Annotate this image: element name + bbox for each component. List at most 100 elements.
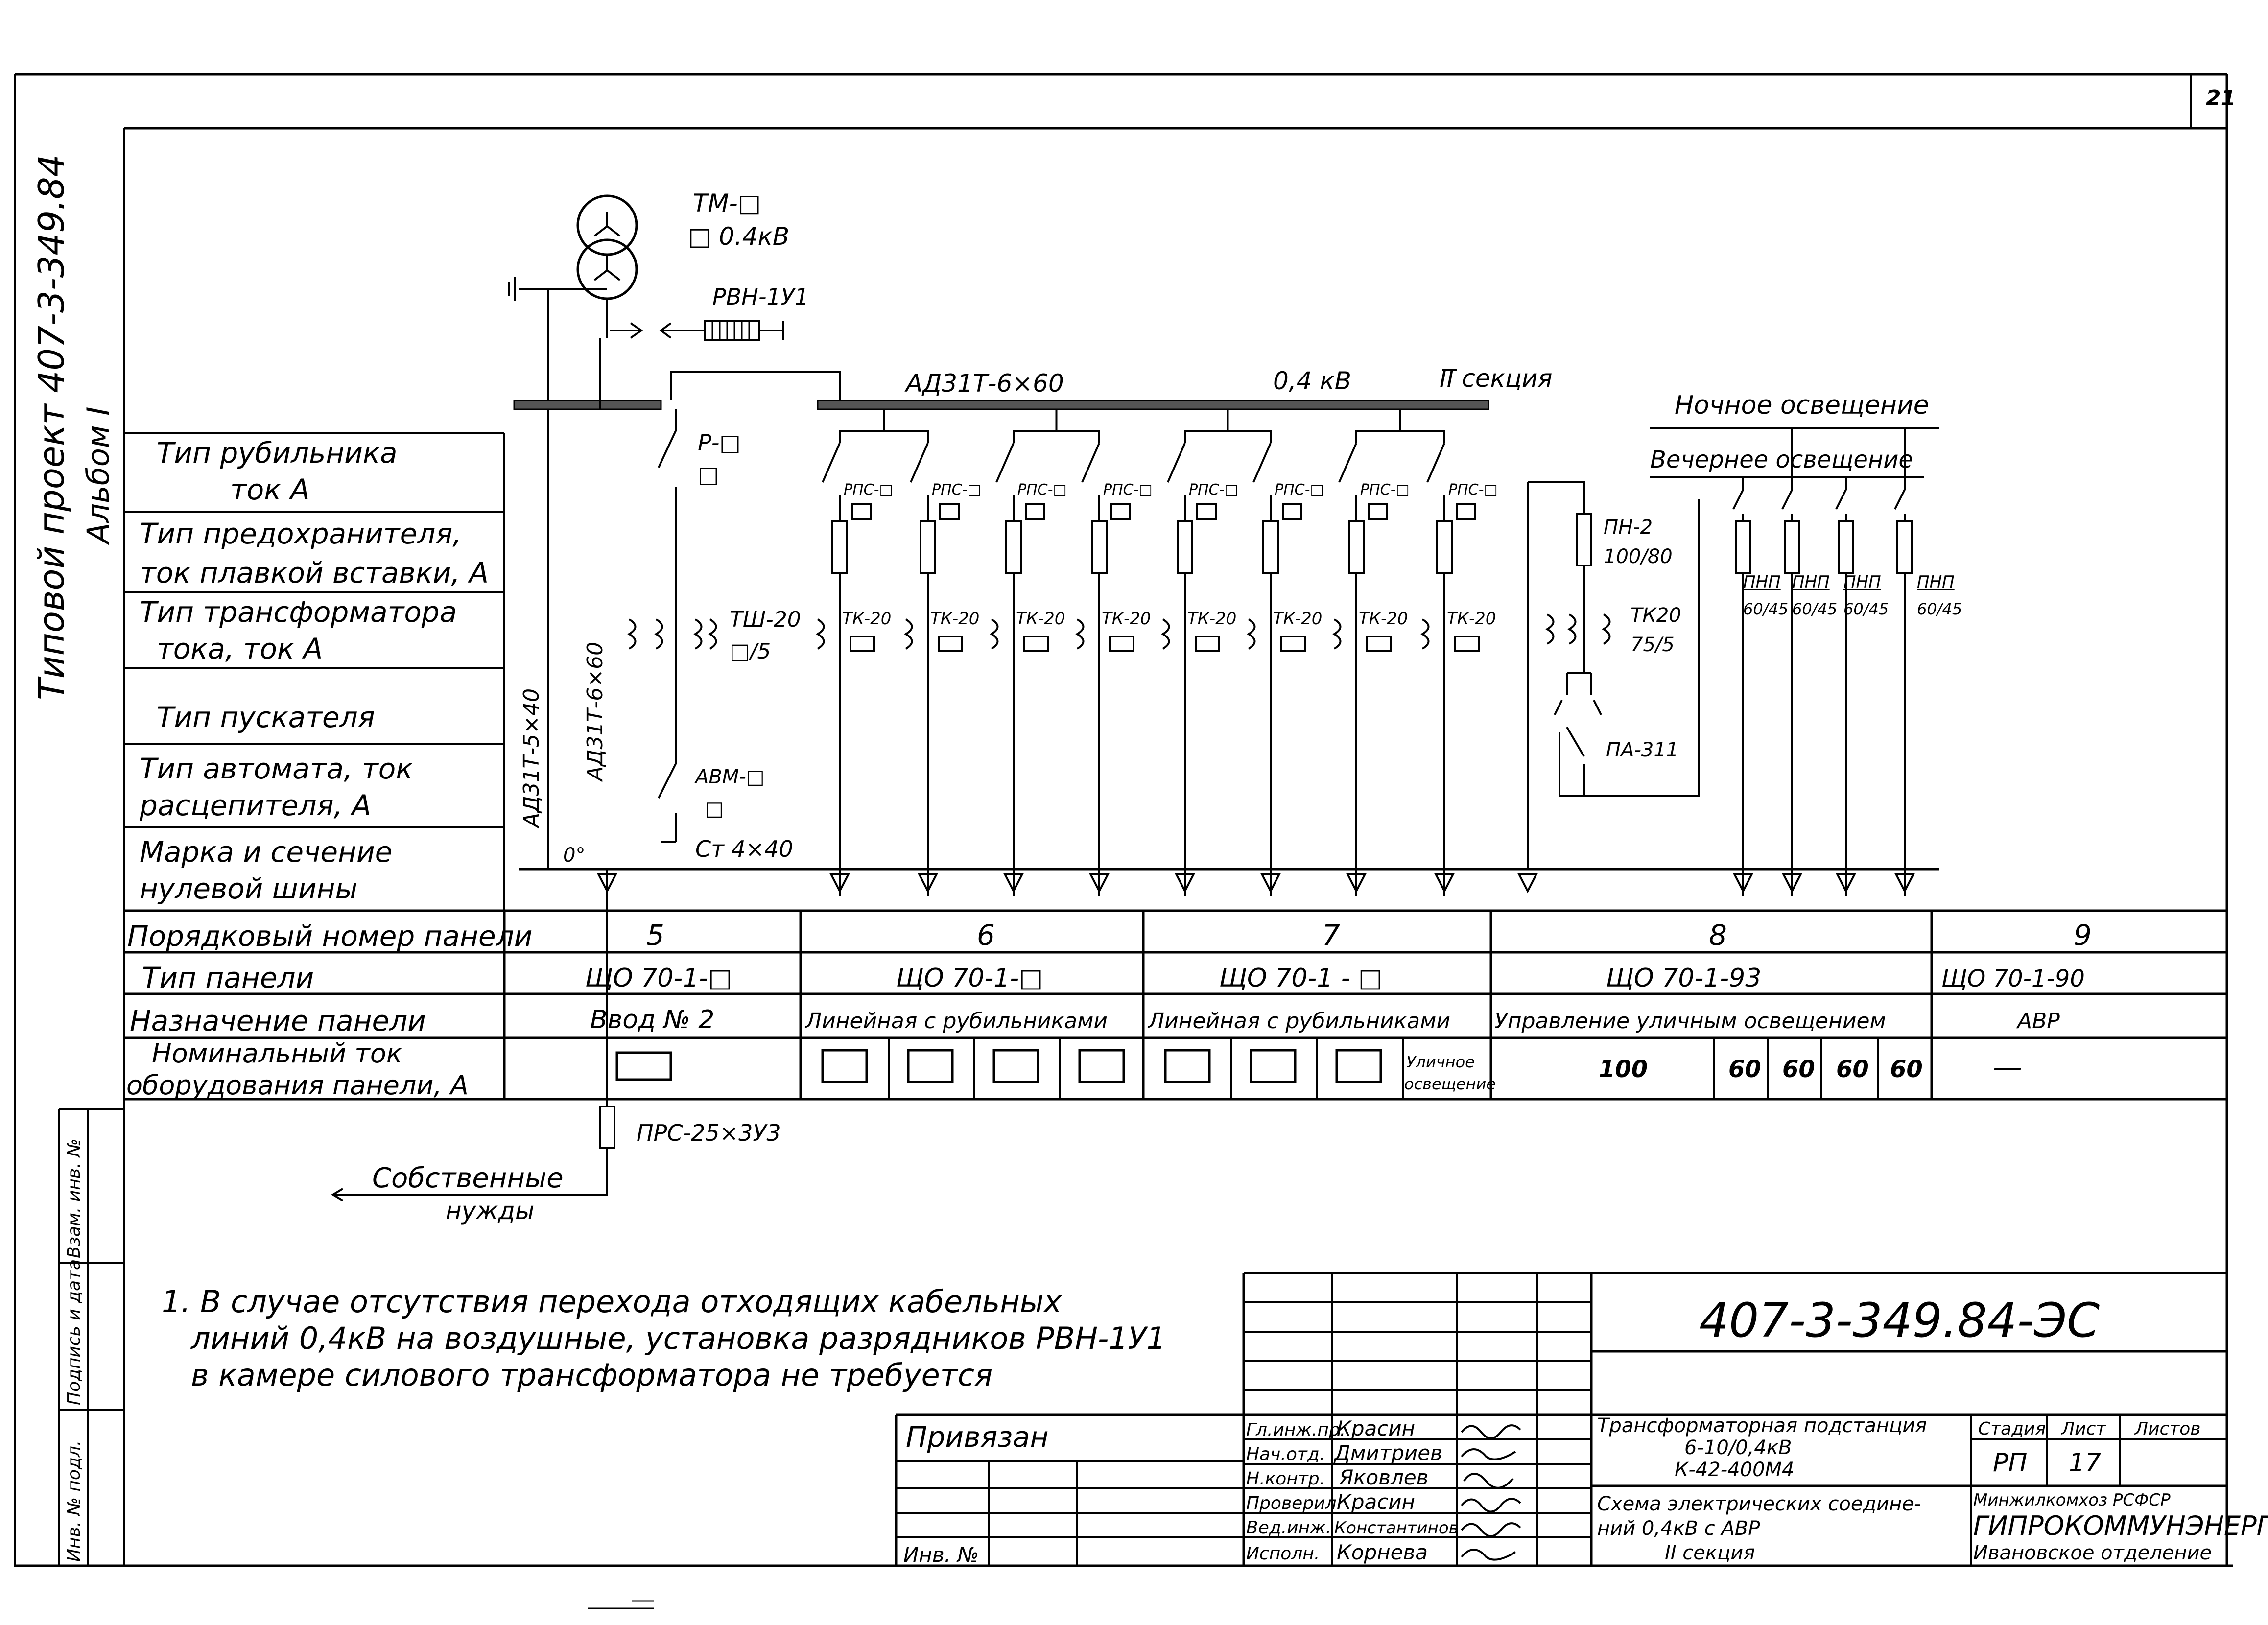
feeder-ct-box bbox=[850, 636, 875, 652]
note-line-2: линий 0,4кВ на воздушные, установка разр… bbox=[190, 1320, 1166, 1356]
panel-5-input: Р-□ □ ТШ-20 □/5 АВМ-□ □ АД31Т-5×40 АД31Т… bbox=[519, 338, 801, 869]
org-line-2: ГИПРОКОММУНЭНЕРГО bbox=[1973, 1510, 2268, 1541]
pnp-rating: 60/45 bbox=[1917, 600, 1962, 618]
sheet-header: Лист bbox=[2060, 1419, 2106, 1439]
row-current-label-2: оборудования панели, А bbox=[126, 1070, 469, 1101]
starter8-type: ПА-311 bbox=[1606, 739, 1678, 761]
ground-icon bbox=[1088, 869, 1110, 896]
album-label: Альбом I bbox=[80, 406, 116, 545]
pnp-fuse bbox=[1896, 520, 1913, 574]
signature-marks bbox=[1461, 1424, 1521, 1561]
bus-voltage: 0,4 кВ bbox=[1273, 367, 1351, 395]
sheet-title-1: Трансформаторная подстанция bbox=[1597, 1414, 1927, 1437]
sheet-frame: 21 bbox=[14, 73, 2236, 1567]
feeder-pair-link bbox=[1355, 409, 1445, 443]
feeder-switch-type: РПС-□ bbox=[844, 481, 893, 498]
inv-label: Инв. № bbox=[903, 1543, 979, 1567]
ct8-ratio: 75/5 bbox=[1630, 634, 1675, 656]
feeder-switch-blade bbox=[910, 443, 929, 483]
feeder-pair-link bbox=[1013, 409, 1100, 443]
panel-number-8: 8 bbox=[1709, 918, 1727, 952]
stamp-sign: Подпись и дата bbox=[64, 1259, 84, 1405]
name-2: Яковлев bbox=[1339, 1465, 1428, 1489]
sheet-value: 17 bbox=[2069, 1448, 2101, 1478]
pnp-contact bbox=[1894, 489, 1906, 510]
panel-8-lighting: ПН-2 100/80 ТК20 75/5 ПА-311 bbox=[1527, 481, 1700, 869]
feeder-switch-type: РПС-□ bbox=[1360, 481, 1410, 498]
ground-icon bbox=[1346, 869, 1367, 896]
current-p9: — bbox=[1993, 1050, 2022, 1084]
fuse8-rating: 100/80 bbox=[1604, 545, 1673, 568]
ground-icon bbox=[1781, 869, 1803, 896]
panel-type-5: ЩО 70-1-□ bbox=[585, 964, 732, 993]
drawing-title-3: II секция bbox=[1665, 1542, 1755, 1564]
row-purpose-label: Назначение панели bbox=[130, 1004, 426, 1037]
feeder-ct-box bbox=[1366, 636, 1392, 652]
pnp-rating: 60/45 bbox=[1792, 600, 1837, 618]
feeder-switch-blade bbox=[822, 443, 841, 483]
feeder-switch-blade bbox=[995, 443, 1015, 483]
feeder-ct-box bbox=[1023, 636, 1049, 652]
feeder-ct-box bbox=[1109, 636, 1134, 652]
feeder-ct-type: ТК-20 bbox=[1359, 609, 1408, 629]
row-fuse-current: ток плавкой вставки, А bbox=[140, 556, 489, 589]
fuse8-type: ПН-2 bbox=[1604, 516, 1653, 539]
panel-number-5: 5 bbox=[646, 918, 664, 952]
feeder-pair-link bbox=[839, 409, 929, 443]
name-1: Дмитриев bbox=[1333, 1441, 1442, 1465]
feeder-switch-blade bbox=[1081, 443, 1100, 483]
feeder-7: РПС-□ ТК-20 bbox=[1332, 443, 1410, 896]
current-p8-2: 60 bbox=[1782, 1056, 1815, 1083]
feeder-fuse bbox=[831, 520, 848, 574]
feeder-ct-coil bbox=[816, 618, 825, 650]
feeder-ct-coil bbox=[1420, 618, 1430, 650]
panel-purpose-8: Управление уличным освещением bbox=[1494, 1009, 1886, 1034]
ct8-type: ТК20 bbox=[1630, 604, 1681, 627]
row-starter: Тип пускателя bbox=[157, 701, 375, 734]
ground-icon bbox=[1003, 869, 1024, 896]
current-p8-4: 60 bbox=[1890, 1056, 1923, 1083]
pnp-fuse bbox=[1784, 520, 1800, 574]
feeder-ct-type: ТК-20 bbox=[1273, 609, 1322, 629]
stamp-inv: Инв. № подл. bbox=[64, 1440, 84, 1562]
feeder-pair-link bbox=[1184, 409, 1272, 443]
feeder-ct-type: ТК-20 bbox=[1102, 609, 1151, 629]
pnp-type: ПНП bbox=[1843, 572, 1881, 592]
doc-code: 407-3-349.84-ЭС bbox=[1699, 1293, 2100, 1348]
own-needs-cable: ПРС-25×3У3 bbox=[637, 1120, 781, 1146]
row-number-label: Порядковый номер панели bbox=[127, 919, 532, 953]
scan-mark bbox=[588, 1600, 654, 1609]
arrester-type: РВН-1У1 bbox=[712, 283, 809, 310]
pnp-type: ПНП bbox=[1743, 572, 1781, 592]
feeder-switch-current-box bbox=[1456, 503, 1476, 520]
row-breaker-current: расцепителя, А bbox=[139, 789, 371, 822]
busbars: АД31Т-6×60 0,4 кВ II секция bbox=[513, 364, 1552, 410]
panel-number-7: 7 bbox=[1322, 918, 1340, 952]
feeder-group: РПС-□ТК-20РПС-□ТК-20РПС-□ТК-20РПС-□ТК-20… bbox=[596, 409, 1538, 896]
breaker-current: □ bbox=[705, 798, 724, 820]
role-5: Исполн. bbox=[1246, 1544, 1320, 1564]
role-0: Гл.инж.пр. bbox=[1246, 1420, 1346, 1440]
row-zero-bus: Марка и сечение bbox=[140, 835, 392, 869]
feeder-switch-type: РПС-□ bbox=[932, 481, 981, 498]
row-type-label: Тип панели bbox=[142, 961, 314, 994]
feeder-fuse bbox=[920, 520, 936, 574]
pnp-branch-2 bbox=[1781, 428, 1803, 896]
evening-lighting: Вечернее освещение bbox=[1650, 446, 1913, 473]
section-label: II секция bbox=[1440, 364, 1552, 393]
row-ct-current: тока, ток А bbox=[157, 632, 323, 665]
panel-type-9: ЩО 70-1-90 bbox=[1941, 965, 2085, 992]
panel-purpose-6: Линейная с рубильниками bbox=[804, 1009, 1108, 1034]
sheets-header: Листов bbox=[2134, 1419, 2200, 1439]
ground-icon bbox=[1434, 869, 1455, 896]
ground-icon bbox=[1174, 869, 1196, 896]
riser-1: АД31Т-5×40 bbox=[519, 688, 544, 829]
panel-type-8: ЩО 70-1-93 bbox=[1606, 964, 1761, 993]
left-header-table: Тип рубильника ток А Тип предохранителя,… bbox=[124, 432, 505, 911]
input-switch: Р-□ bbox=[698, 429, 741, 456]
feeder-ct-coil bbox=[1075, 618, 1085, 650]
row-fuse-type: Тип предохранителя, bbox=[140, 517, 462, 550]
feeder-fuse bbox=[1177, 520, 1193, 574]
row-switch-current: ток А bbox=[230, 473, 309, 506]
pnp-type: ПНП bbox=[1917, 572, 1955, 592]
